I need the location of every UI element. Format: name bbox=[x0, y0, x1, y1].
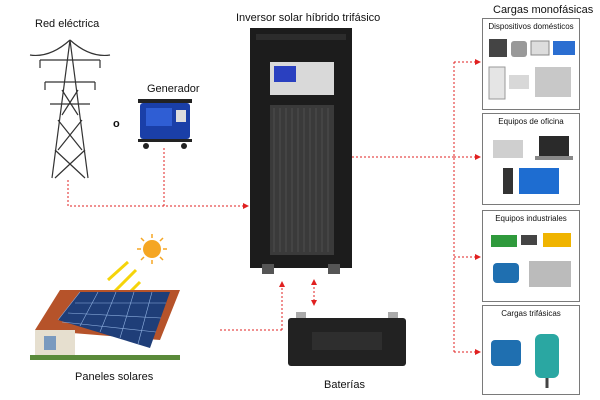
generator-icon bbox=[138, 99, 192, 149]
solar-house-icon bbox=[30, 290, 180, 360]
load-box-title: Dispositivos domésticos bbox=[488, 22, 574, 31]
load-box-three-phase: Cargas trifásicas bbox=[482, 305, 580, 395]
solar-panels-label: Paneles solares bbox=[75, 371, 154, 383]
generator-label: Generador bbox=[147, 83, 200, 95]
connector-lines bbox=[67, 59, 481, 355]
industrial-equipment-icon bbox=[491, 233, 571, 287]
grid-label: Red eléctrica bbox=[35, 18, 100, 30]
battery-icon bbox=[288, 312, 406, 366]
inverter-cabinet-icon bbox=[250, 28, 352, 274]
load-box-office: Equipos de oficina bbox=[482, 113, 580, 205]
household-appliances-icon bbox=[488, 39, 575, 100]
load-box-title: Equipos de oficina bbox=[498, 117, 564, 126]
load-box-household: Dispositivos domésticos bbox=[482, 18, 580, 110]
inverter-label: Inversor solar híbrido trifásico bbox=[236, 12, 381, 24]
load-box-title: Cargas trifásicas bbox=[501, 309, 561, 318]
batteries-label: Baterías bbox=[324, 379, 365, 391]
load-box-title: Equipos industriales bbox=[495, 214, 567, 223]
three-phase-loads-icon bbox=[491, 334, 559, 388]
power-tower-icon bbox=[29, 39, 111, 179]
loads-title: Cargas monofásicas bbox=[493, 4, 594, 16]
office-equipment-icon bbox=[493, 136, 573, 194]
load-box-industrial: Equipos industriales bbox=[482, 210, 580, 302]
or-label: o bbox=[113, 118, 120, 130]
